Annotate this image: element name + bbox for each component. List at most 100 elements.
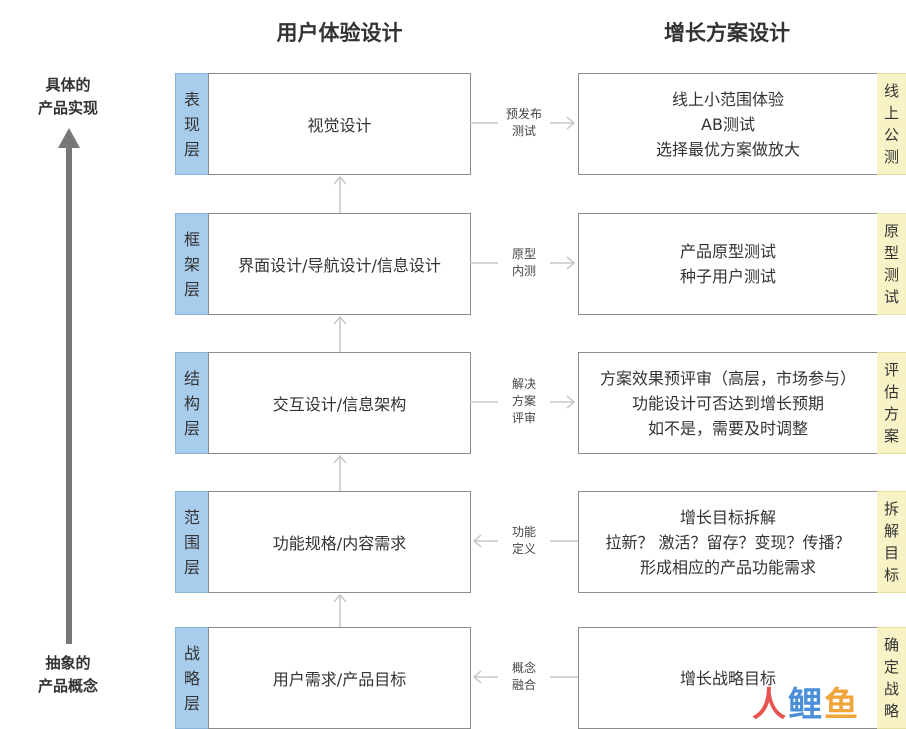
growth-line: 线上小范围体验 <box>671 89 784 109</box>
connector-label-line: 预发布 <box>505 107 542 121</box>
watermark-char: 人 <box>752 685 788 725</box>
row-surface-layer: 表 现 层 视觉设计 预发布 测试 线上小范围体验 AB测试 选择最优方案做放大… <box>0 73 906 175</box>
stage-char: 试 <box>883 288 899 306</box>
vertical-axis-arrow-icon <box>58 128 80 644</box>
stage-char: 型 <box>883 244 899 262</box>
growth-box-prototype-test: 产品原型测试 种子用户测试 <box>578 213 878 315</box>
stage-char: 解 <box>883 522 899 540</box>
row-strategy-layer: 战 略 层 用户需求/产品目标 概念 融合 增长战略目标 确 定 战 略 <box>0 627 906 729</box>
stage-char: 案 <box>883 427 899 445</box>
stage-char: 拆 <box>883 500 899 518</box>
layer-tab-strategy: 战 略 层 <box>175 627 209 729</box>
ux-box-visual-design: 视觉设计 <box>208 73 471 175</box>
layer-char: 框 <box>183 229 200 249</box>
stage-char: 略 <box>883 702 899 720</box>
ux-box-user-needs: 用户需求/产品目标 <box>208 627 471 729</box>
layer-char: 层 <box>183 418 200 438</box>
stage-char: 评 <box>883 361 899 379</box>
growth-line: 产品原型测试 <box>679 242 776 261</box>
stage-tab-breakdown-goals: 拆 解 目 标 <box>877 491 906 593</box>
watermark-char: 鱼 <box>824 685 860 725</box>
stage-char: 测 <box>883 148 899 166</box>
watermark-char: 鲤 <box>788 685 824 725</box>
stage-char: 测 <box>883 266 899 284</box>
connector-solution-review: 解决 方案 评审 <box>470 352 578 452</box>
stage-tab-evaluate-plan: 评 估 方 案 <box>877 352 906 454</box>
stage-char: 目 <box>883 544 899 562</box>
connector-label-line: 方案 <box>511 394 536 408</box>
stage-char: 线 <box>883 82 899 100</box>
stage-char: 估 <box>883 383 899 401</box>
stage-char: 战 <box>883 680 899 698</box>
ux-box-functional-spec: 功能规格/内容需求 <box>208 491 471 593</box>
connector-prerelease-test: 预发布 测试 <box>470 73 578 173</box>
axis-top-line-1: 具体的 <box>45 76 91 94</box>
ux-box-interaction-design: 交互设计/信息架构 <box>208 352 471 454</box>
layer-char: 表 <box>183 89 200 109</box>
watermark-logo: 人鲤鱼 <box>752 683 892 727</box>
layer-char: 战 <box>183 643 200 663</box>
layer-char: 层 <box>183 693 200 713</box>
ux-box-interface-design: 界面设计/导航设计/信息设计 <box>208 213 471 315</box>
title-user-experience: 用户体验设计 <box>276 21 403 45</box>
row-structure-layer: 结 构 层 交互设计/信息架构 解决 方案 评审 方案效果预评审（高层，市场参与… <box>0 352 906 454</box>
stage-tab-prototype-test: 原 型 测 试 <box>877 213 906 315</box>
connector-label-line: 融合 <box>511 678 536 692</box>
layer-tab-skeleton: 框 架 层 <box>175 213 209 315</box>
connector-prototype-internal-test: 原型 内测 <box>470 213 578 313</box>
up-arrow-icon <box>333 593 347 631</box>
layer-char: 层 <box>183 557 200 577</box>
connector-function-definition: 功能 定义 <box>470 491 578 591</box>
stage-char: 方 <box>883 405 899 423</box>
layer-char: 构 <box>183 393 200 413</box>
connector-label: 预发布 测试 <box>498 106 550 140</box>
stage-char: 上 <box>883 104 899 122</box>
growth-line: 如不是，需要及时调整 <box>647 418 808 438</box>
connector-label-line: 功能 <box>511 525 536 539</box>
layer-tab-structure: 结 构 层 <box>175 352 209 454</box>
axis-top-label: 具体的 产品实现 <box>18 74 118 120</box>
axis-bottom-line-2: 产品概念 <box>37 677 98 695</box>
growth-box-goal-breakdown: 增长目标拆解 拉新？ 激活？留存？变现？传播？ 形成相应的产品功能需求 <box>578 491 878 593</box>
axis-bottom-label: 抽象的 产品概念 <box>18 652 118 698</box>
connector-label-line: 定义 <box>511 542 536 556</box>
stage-char: 公 <box>883 126 899 144</box>
connector-label: 解决 方案 评审 <box>498 376 550 427</box>
axis-top-line-2: 产品实现 <box>37 99 98 117</box>
stage-tab-define-strategy: 确 定 战 略 <box>877 627 906 729</box>
connector-label-line: 评审 <box>511 411 536 425</box>
growth-box-evaluation: 方案效果预评审（高层，市场参与） 功能设计可否达到增长预期 如不是，需要及时调整 <box>578 352 878 454</box>
growth-line: 种子用户测试 <box>679 267 776 286</box>
layer-char: 围 <box>183 532 200 552</box>
layer-tab-scope: 范 围 层 <box>175 491 209 593</box>
stage-char: 原 <box>883 222 899 240</box>
stage-char: 标 <box>883 566 899 584</box>
axis-bottom-line-1: 抽象的 <box>45 654 91 672</box>
row-scope-layer: 范 围 层 功能规格/内容需求 功能 定义 增长目标拆解 拉新？ 激活？留存？变… <box>0 491 906 593</box>
title-growth-plan: 增长方案设计 <box>664 21 790 45</box>
connector-label-line: 测试 <box>511 124 536 138</box>
connector-label: 功能 定义 <box>498 524 550 558</box>
connector-label-line: 内测 <box>511 264 536 278</box>
stage-tab-online-beta: 线 上 公 测 <box>877 73 906 175</box>
layer-char: 层 <box>183 139 200 159</box>
layer-char: 结 <box>183 368 200 388</box>
up-arrow-icon <box>333 315 347 353</box>
growth-line: 形成相应的产品功能需求 <box>639 557 816 577</box>
growth-line: 功能设计可否达到增长预期 <box>631 393 824 413</box>
connector-label: 原型 内测 <box>498 246 550 280</box>
layer-char: 范 <box>183 507 200 527</box>
growth-line: 选择最优方案做放大 <box>655 139 800 159</box>
connector-label-line: 概念 <box>511 661 536 675</box>
up-arrow-icon <box>333 454 347 492</box>
layer-char: 架 <box>183 254 200 274</box>
growth-line: AB测试 <box>701 114 755 134</box>
growth-line: 增长战略目标 <box>679 668 776 688</box>
stage-char: 确 <box>883 636 899 654</box>
layer-char: 略 <box>183 668 200 688</box>
layer-tab-surface: 表 现 层 <box>175 73 209 175</box>
up-arrow-icon <box>333 175 347 213</box>
growth-box-strategy-goal: 增长战略目标 <box>578 627 878 729</box>
growth-line: 增长目标拆解 <box>679 507 776 527</box>
growth-line: 方案效果预评审（高层，市场参与） <box>599 368 856 388</box>
